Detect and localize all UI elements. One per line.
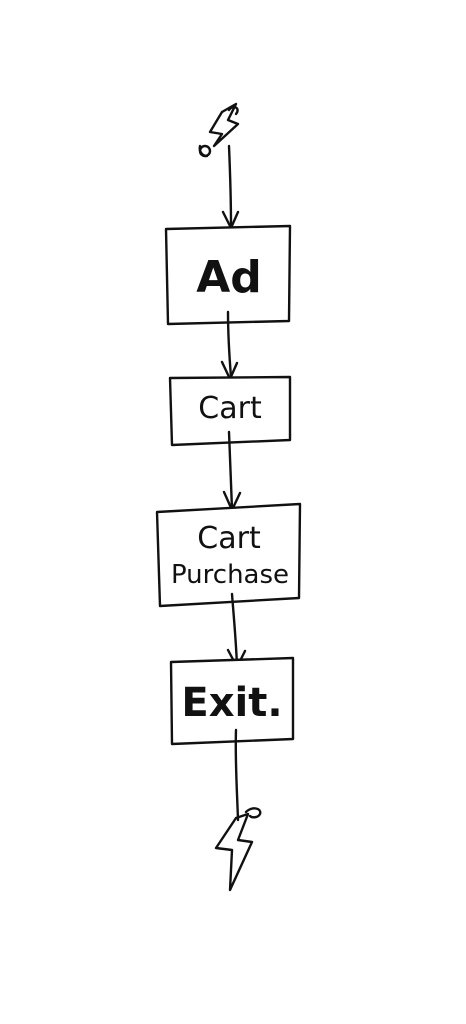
start-lightning-icon bbox=[198, 102, 240, 158]
node-ad: Ad bbox=[164, 224, 292, 326]
node-exit-label: Exit. bbox=[181, 680, 282, 726]
node-cart-purchase: Cart Purchase bbox=[155, 502, 302, 608]
node-ad-label: Ad bbox=[196, 252, 262, 303]
connector-exit-to-end bbox=[234, 728, 240, 822]
end-lightning-icon bbox=[214, 807, 262, 892]
arrow-cart-purchase-to-exit bbox=[226, 592, 247, 669]
node-exit: Exit. bbox=[169, 656, 295, 746]
arrow-start-to-ad bbox=[221, 144, 240, 230]
node-cart-purchase-label-line2: Purchase bbox=[171, 560, 289, 590]
node-cart: Cart bbox=[168, 375, 292, 447]
node-cart-label: Cart bbox=[198, 391, 262, 426]
node-cart-purchase-label-line1: Cart bbox=[197, 521, 261, 556]
